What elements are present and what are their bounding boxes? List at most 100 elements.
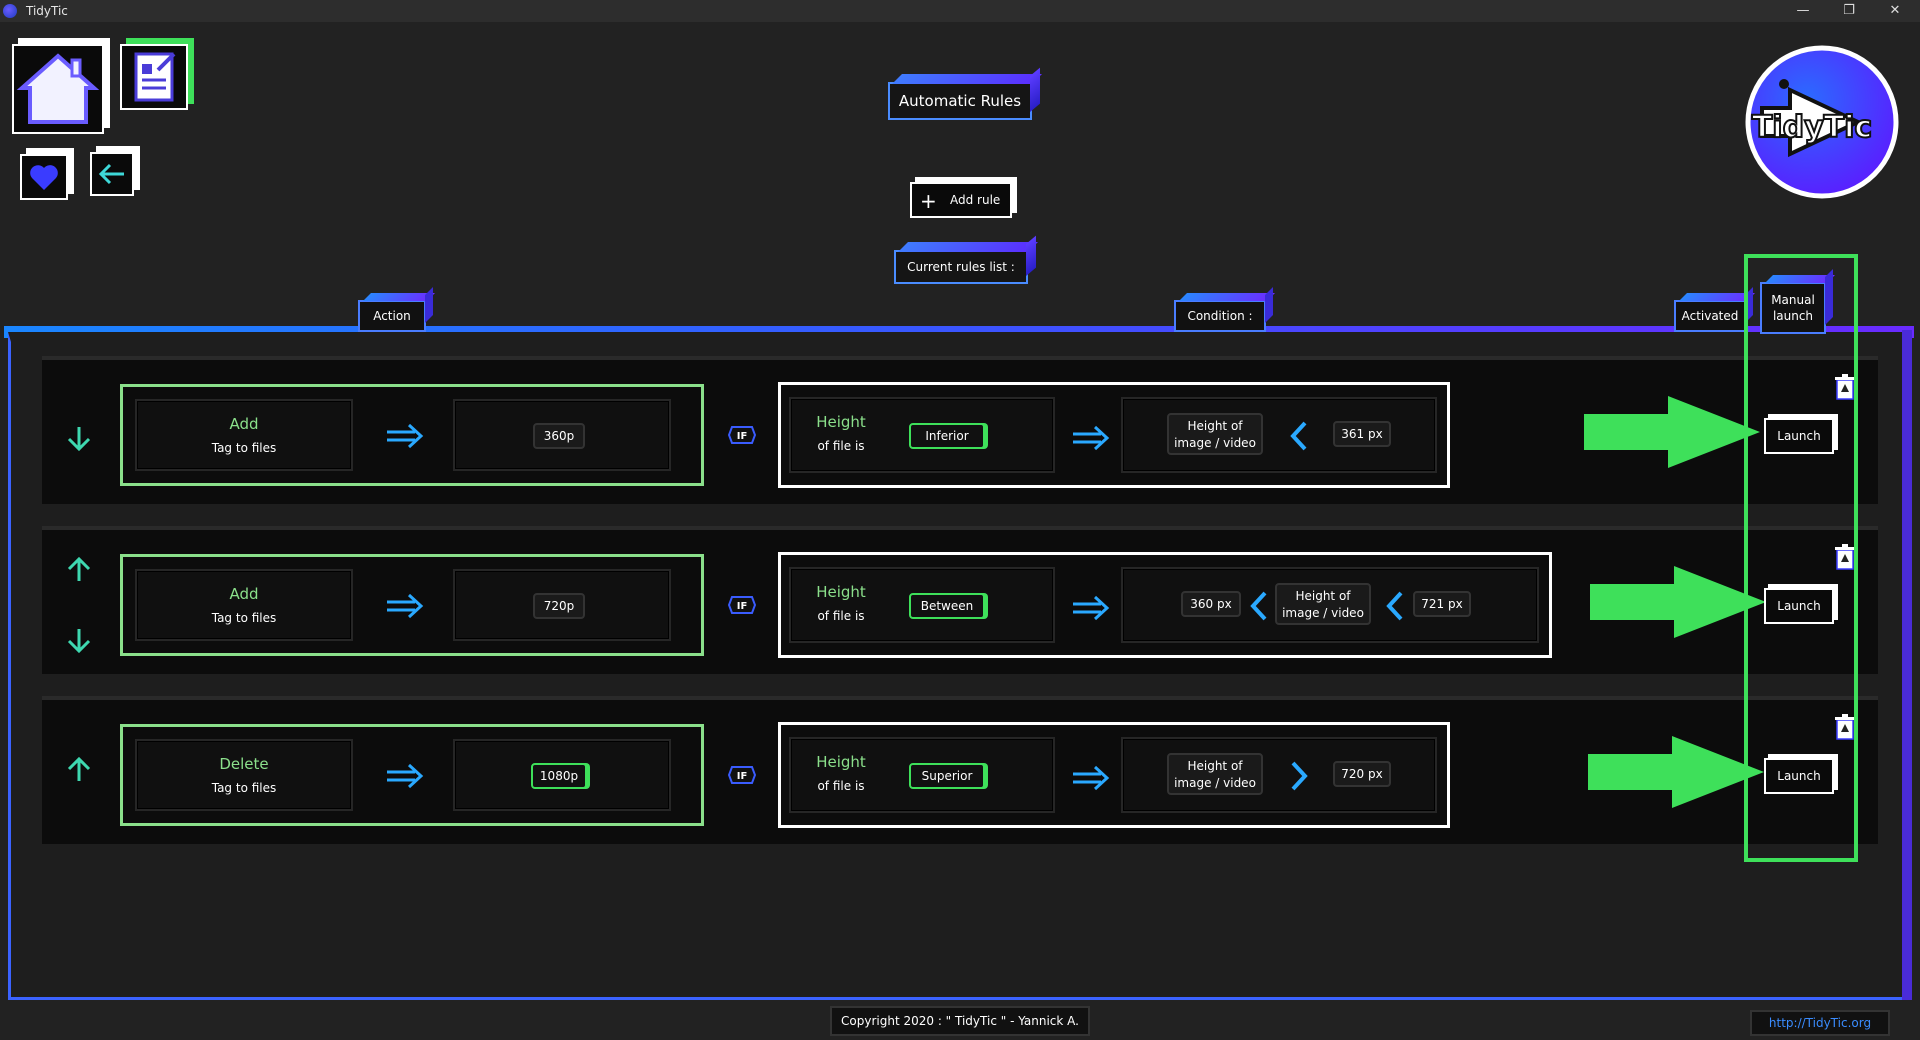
condition-box[interactable]: Height of file is Superior <box>789 737 1055 813</box>
target-box[interactable]: Height of image / video 361 px <box>1121 397 1437 473</box>
double-arrow-icon <box>387 763 424 789</box>
panel-right-border <box>1902 330 1912 1000</box>
comparison-value[interactable]: Superior <box>909 763 985 789</box>
tag-box[interactable]: 720p <box>453 569 671 641</box>
favorites-button[interactable] <box>20 154 68 200</box>
condition-line2: of file is <box>817 439 865 453</box>
condition-line2: of file is <box>817 779 865 793</box>
action-object: Tag to files <box>211 781 277 795</box>
threshold-value: 721 px <box>1413 591 1471 617</box>
comparison-value[interactable]: Inferior <box>909 423 985 449</box>
condition-group: Height of file is Superior Height of ima… <box>778 722 1450 828</box>
action-object: Tag to files <box>211 441 277 455</box>
greater-than-icon <box>1291 761 1308 791</box>
if-label: IF <box>737 431 748 442</box>
action-box[interactable]: Delete Tag to files <box>135 739 353 811</box>
window-title: TidyTic <box>26 4 68 18</box>
move-down-icon[interactable] <box>64 626 94 656</box>
target-field: Height of image / video <box>1167 413 1263 455</box>
add-rule-label: Add rule <box>950 193 1001 207</box>
launch-button[interactable]: Launch <box>1764 418 1834 454</box>
website-link[interactable]: http://TidyTic.org <box>1750 1010 1890 1036</box>
tag-value: 720p <box>533 593 585 619</box>
green-arrow-icon <box>1588 736 1764 808</box>
green-arrow-icon <box>1590 566 1766 638</box>
logo-icon <box>1745 45 1899 199</box>
condition-line1: Height <box>816 753 866 771</box>
target-field: Height of image / video <box>1167 753 1263 795</box>
column-action: Action <box>358 300 426 332</box>
rule-row-1: Add Tag to files 360p IF Height of file … <box>42 356 1878 504</box>
tidytic-logo: TidyTic <box>1740 44 1900 204</box>
if-icon: IF <box>728 426 756 444</box>
threshold-value: 720 px <box>1333 761 1391 787</box>
action-box[interactable]: Add Tag to files <box>135 569 353 641</box>
launch-button[interactable]: Launch <box>1764 758 1834 794</box>
action-verb: Delete <box>219 755 269 773</box>
tag-box[interactable]: 360p <box>453 399 671 471</box>
condition-box[interactable]: Height of file is Inferior <box>789 397 1055 473</box>
action-group: Add Tag to files 360p <box>120 384 704 486</box>
if-icon: IF <box>728 596 756 614</box>
tag-value: 1080p <box>531 763 587 789</box>
add-rule-button[interactable]: + Add rule <box>910 182 1012 218</box>
less-than-icon <box>1250 591 1267 621</box>
less-than-icon <box>1386 591 1403 621</box>
double-arrow-icon <box>387 423 424 449</box>
rule-row-2: Add Tag to files 720p IF Height of file … <box>42 526 1878 674</box>
condition-line1: Height <box>816 583 866 601</box>
logo-text: TidyTic <box>1751 109 1873 146</box>
low-threshold-value: 360 px <box>1181 591 1241 617</box>
less-than-icon <box>1290 421 1307 451</box>
home-icon <box>16 53 100 124</box>
action-box[interactable]: Add Tag to files <box>135 399 353 471</box>
target-box[interactable]: Height of image / video 720 px <box>1121 737 1437 813</box>
trash-icon[interactable] <box>1834 714 1856 740</box>
back-button[interactable] <box>90 152 134 196</box>
double-arrow-icon <box>387 593 424 619</box>
page-title: Automatic Rules <box>888 82 1032 120</box>
title-bar: TidyTic — ❐ ✕ <box>0 0 1920 22</box>
current-rules-label: Current rules list : <box>894 250 1028 284</box>
launch-button[interactable]: Launch <box>1764 588 1834 624</box>
if-icon: IF <box>728 766 756 784</box>
target-line2: image / video <box>1282 606 1364 620</box>
if-label: IF <box>737 771 748 782</box>
home-button[interactable] <box>12 44 104 134</box>
tag-box[interactable]: 1080p <box>453 739 671 811</box>
move-down-icon[interactable] <box>64 424 94 454</box>
comparison-value[interactable]: Between <box>909 593 985 619</box>
condition-group: Height of file is Between 360 px Height … <box>778 552 1552 658</box>
trash-icon[interactable] <box>1834 374 1856 400</box>
move-up-icon[interactable] <box>64 754 94 784</box>
double-arrow-icon <box>1073 765 1110 791</box>
rule-row-3: Delete Tag to files 1080p IF Height of f… <box>42 696 1878 844</box>
action-group: Delete Tag to files 1080p <box>120 724 704 826</box>
heart-icon <box>30 165 58 190</box>
condition-box[interactable]: Height of file is Between <box>789 567 1055 643</box>
double-arrow-icon <box>1073 595 1110 621</box>
target-field: Height of image / video <box>1275 583 1371 625</box>
condition-line1: Height <box>816 413 866 431</box>
target-line2: image / video <box>1174 776 1256 790</box>
threshold-value: 361 px <box>1333 421 1391 447</box>
target-box[interactable]: 360 px Height of image / video 721 px <box>1121 567 1539 643</box>
column-activated: Activated <box>1674 300 1746 332</box>
if-label: IF <box>737 601 748 612</box>
rules-editor-button[interactable] <box>120 44 188 110</box>
manual-launch-line1: Manual <box>1771 293 1815 307</box>
plus-icon: + <box>920 189 937 213</box>
arrow-left-icon <box>98 163 124 185</box>
action-object: Tag to files <box>211 611 277 625</box>
close-button[interactable]: ✕ <box>1889 3 1901 18</box>
manual-launch-line2: launch <box>1772 309 1814 323</box>
app-icon <box>3 4 17 18</box>
minimize-button[interactable]: — <box>1796 3 1810 18</box>
condition-group: Height of file is Inferior Height of ima… <box>778 382 1450 488</box>
document-edit-icon <box>134 52 176 102</box>
trash-icon[interactable] <box>1834 544 1856 570</box>
action-group: Add Tag to files 720p <box>120 554 704 656</box>
move-up-icon[interactable] <box>64 554 94 584</box>
maximize-button[interactable]: ❐ <box>1843 3 1855 18</box>
target-line1: Height of <box>1295 589 1351 603</box>
